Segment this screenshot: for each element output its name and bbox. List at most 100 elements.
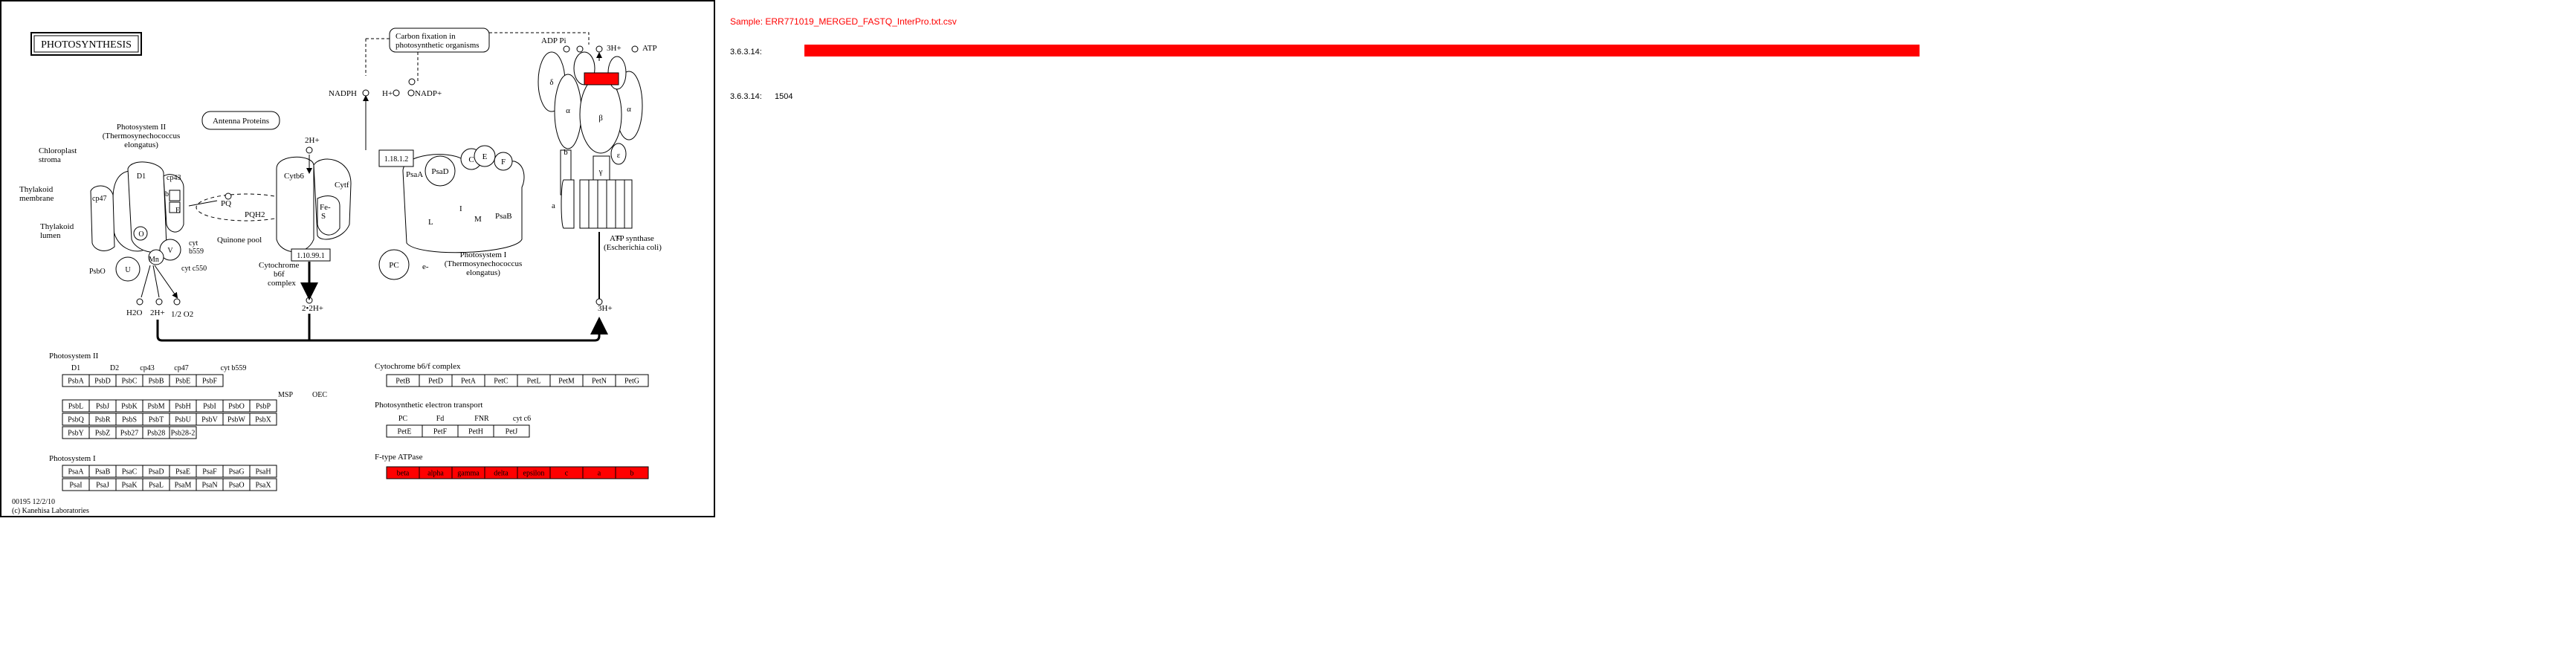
- gene-box-PsaK[interactable]: PsaK: [115, 478, 143, 491]
- column-header: cp43: [140, 364, 154, 372]
- svg-text:PsaM: PsaM: [175, 481, 192, 489]
- gene-box-PsaF[interactable]: PsaF: [196, 465, 224, 478]
- gene-box-PsbZ[interactable]: PsbZ: [88, 426, 117, 439]
- gene-box-PsbM[interactable]: PsbM: [142, 399, 170, 413]
- gene-box-PsaC[interactable]: PsaC: [115, 465, 143, 478]
- svg-text:PsbO: PsbO: [89, 268, 106, 276]
- svg-text:PsbS: PsbS: [122, 416, 137, 424]
- gene-box-delta[interactable]: delta: [484, 466, 518, 479]
- svg-text:α: α: [627, 105, 631, 114]
- gene-box-PsbQ[interactable]: PsbQ: [62, 413, 90, 426]
- gene-box-PsaD[interactable]: PsaD: [142, 465, 170, 478]
- gene-box-PetC[interactable]: PetC: [484, 374, 518, 387]
- svg-text:PsbT: PsbT: [149, 416, 164, 424]
- gene-box-PsbE[interactable]: PsbE: [169, 374, 197, 387]
- gene-box-PsbF[interactable]: PsbF: [196, 374, 224, 387]
- svg-text:c: c: [565, 469, 569, 477]
- svg-text:PsbZ: PsbZ: [95, 429, 111, 437]
- gene-box-PsbH[interactable]: PsbH: [169, 399, 197, 413]
- gene-box-PsbK[interactable]: PsbK: [115, 399, 143, 413]
- gene-box-c[interactable]: c: [549, 466, 584, 479]
- gene-box-PsbY[interactable]: PsbY: [62, 426, 90, 439]
- gene-box-PsbX[interactable]: PsbX: [249, 413, 277, 426]
- gene-box-PetJ[interactable]: PetJ: [493, 424, 530, 438]
- gene-box-PetM[interactable]: PetM: [549, 374, 584, 387]
- gene-box-PsbI[interactable]: PsbI: [196, 399, 224, 413]
- gene-box-PetE[interactable]: PetE: [386, 424, 423, 438]
- gene-box-PetB[interactable]: PetB: [386, 374, 420, 387]
- gene-box-PsbJ[interactable]: PsbJ: [88, 399, 117, 413]
- label-lumen-1: Thylakoid: [40, 222, 74, 231]
- svg-text:PsaD: PsaD: [431, 167, 448, 176]
- carbon-fixation: Carbon fixation in photosynthetic organi…: [329, 28, 590, 150]
- svg-text:PsaL: PsaL: [149, 481, 164, 489]
- gene-box-PsaA[interactable]: PsaA: [62, 465, 90, 478]
- gene-box-Psb27[interactable]: Psb27: [115, 426, 143, 439]
- abundance-bar: [804, 45, 1920, 56]
- gene-box-Psb28[interactable]: Psb28: [142, 426, 170, 439]
- gene-box-PsbA[interactable]: PsbA: [62, 374, 90, 387]
- gene-box-PetA[interactable]: PetA: [451, 374, 485, 387]
- gene-box-gamma[interactable]: gamma: [451, 466, 485, 479]
- gene-box-PsaB[interactable]: PsaB: [88, 465, 117, 478]
- gene-box-PsaH[interactable]: PsaH: [249, 465, 277, 478]
- abundance-panel: Sample: ERR771019_MERGED_FASTQ_InterPro.…: [729, 0, 1920, 149]
- gene-box-PsaG[interactable]: PsaG: [222, 465, 251, 478]
- svg-text:PsaB: PsaB: [495, 212, 512, 221]
- ps2-header: Photosystem II (Thermosynechococcus elon…: [103, 123, 180, 149]
- row2-label: 3.6.3.14:: [730, 92, 762, 101]
- svg-text:β: β: [598, 114, 603, 123]
- column-header: D1: [71, 364, 80, 372]
- column-header: FNR: [474, 415, 489, 423]
- gene-box-PetH[interactable]: PetH: [457, 424, 494, 438]
- svg-text:1.18.1.2: 1.18.1.2: [384, 155, 409, 164]
- gene-box-PetL[interactable]: PetL: [517, 374, 551, 387]
- pathway-diagram: PHOTOSYNTHESIS Chloroplast stroma Thylak…: [12, 28, 662, 515]
- gene-box-PsbW[interactable]: PsbW: [222, 413, 251, 426]
- svg-text:PetA: PetA: [461, 377, 477, 385]
- svg-text:C: C: [468, 155, 474, 164]
- gene-box-PsbS[interactable]: PsbS: [115, 413, 143, 426]
- svg-text:PsaA: PsaA: [406, 170, 423, 179]
- gene-box-PsbP[interactable]: PsbP: [249, 399, 277, 413]
- gene-box-PsaO[interactable]: PsaO: [222, 478, 251, 491]
- gene-box-PsbR[interactable]: PsbR: [88, 413, 117, 426]
- gene-box-PsbC[interactable]: PsbC: [115, 374, 143, 387]
- svg-text:PsbE: PsbE: [175, 377, 191, 385]
- svg-text:b: b: [564, 148, 568, 157]
- svg-text:PsbJ: PsbJ: [96, 402, 109, 410]
- gene-box-PetD[interactable]: PetD: [419, 374, 453, 387]
- gene-box-b[interactable]: b: [615, 466, 649, 479]
- column-header: PC: [398, 415, 408, 423]
- gene-box-PsbD[interactable]: PsbD: [88, 374, 117, 387]
- svg-text:Psb28: Psb28: [147, 429, 165, 437]
- gene-box-PsbU[interactable]: PsbU: [169, 413, 197, 426]
- svg-text:PsbH: PsbH: [175, 402, 191, 410]
- gene-box-PsaX[interactable]: PsaX: [249, 478, 277, 491]
- gene-box-PsaL[interactable]: PsaL: [142, 478, 170, 491]
- gene-box-PsaE[interactable]: PsaE: [169, 465, 197, 478]
- gene-box-PsaI[interactable]: PsaI: [62, 478, 90, 491]
- gene-box-PetF[interactable]: PetF: [422, 424, 459, 438]
- gene-box-PsaM[interactable]: PsaM: [169, 478, 197, 491]
- column-header: cp47: [174, 364, 188, 372]
- svg-text:PsaX: PsaX: [255, 481, 271, 489]
- gene-box-a[interactable]: a: [582, 466, 616, 479]
- gene-box-PsbO[interactable]: PsbO: [222, 399, 251, 413]
- gene-box-PetG[interactable]: PetG: [615, 374, 649, 387]
- gene-box-PsbB[interactable]: PsbB: [142, 374, 170, 387]
- svg-text:b: b: [630, 469, 634, 477]
- gene-box-PsaN[interactable]: PsaN: [196, 478, 224, 491]
- gene-box-PsaJ[interactable]: PsaJ: [88, 478, 117, 491]
- gene-box-PetN[interactable]: PetN: [582, 374, 616, 387]
- svg-text:1.10.99.1: 1.10.99.1: [297, 252, 325, 260]
- gene-box-alpha[interactable]: alpha: [419, 466, 453, 479]
- gene-box-PsbV[interactable]: PsbV: [196, 413, 224, 426]
- gene-box-PsbL[interactable]: PsbL: [62, 399, 90, 413]
- gene-box-beta[interactable]: beta: [386, 466, 420, 479]
- svg-text:E: E: [482, 152, 488, 161]
- column-header: Fd: [436, 415, 445, 423]
- gene-box-epsilon[interactable]: epsilon: [517, 466, 551, 479]
- gene-box-Psb28-2[interactable]: Psb28-2: [169, 426, 197, 439]
- gene-box-PsbT[interactable]: PsbT: [142, 413, 170, 426]
